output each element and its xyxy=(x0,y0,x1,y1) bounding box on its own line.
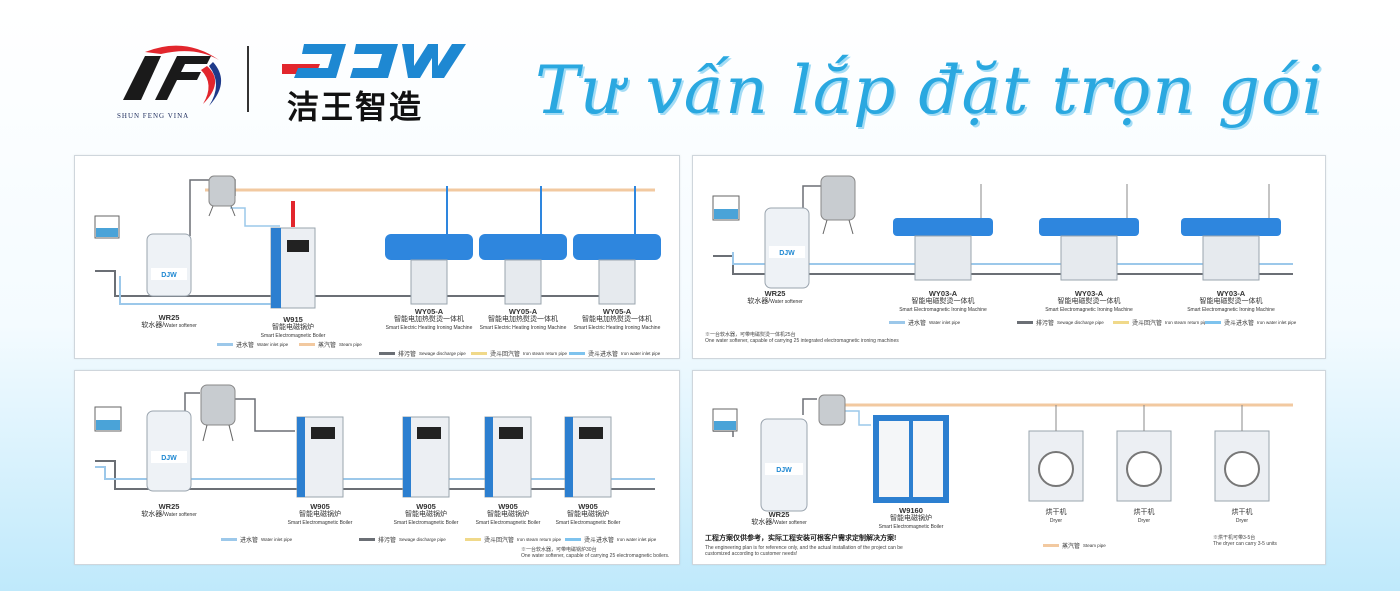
equipment-label: WR25 软水器/Water softener xyxy=(751,510,807,527)
equipment-label: 烘干机 Dryer xyxy=(1133,509,1155,524)
equipment-label: WY05-A 智能电加热熨烫一体机 Smart Electric Heating… xyxy=(479,307,567,332)
install-diagram-multi-boiler: DJW WR25 软水器/Water softener W905 xyxy=(74,370,680,565)
diagram-graphic: DJW xyxy=(712,394,1293,512)
brand-chinese-name: 洁王智造 xyxy=(287,88,424,126)
equipment-label: WY03-A 智能电磁熨烫一体机 Smart Electromagnetic I… xyxy=(899,289,987,314)
equipment-label: 烘干机 Dryer xyxy=(1045,509,1067,524)
equipment-label: WY05-A 智能电加热熨烫一体机 Smart Electric Heating… xyxy=(385,307,473,332)
capacity-note: ※一台软水器，可带电磁熨烫一体机25台 One water softener, … xyxy=(705,332,899,344)
install-diagram-dryers: DJW WR25 软水器/Water softener W9160 智能电磁锅炉… xyxy=(692,370,1326,565)
djw-logo-icon xyxy=(282,44,466,78)
company-caption: SHUN FENG VINA xyxy=(117,112,190,120)
equipment-label: W905 智能电磁锅炉 Smart Electromagnetic Boiler xyxy=(287,502,353,527)
equipment-label: W905 智能电磁锅炉 Smart Electromagnetic Boiler xyxy=(475,502,541,527)
headline: Tư vấn lắp đặt trọn gói xyxy=(535,52,1324,129)
svg-text:DJW: DJW xyxy=(776,467,792,474)
logo-area: SHUN FENG VINA 洁王智造 xyxy=(115,38,475,128)
install-diagram-ironing-boiler: DJW WR25 软水器/Water softener W915 xyxy=(74,155,680,359)
equipment-label: W905 智能电磁锅炉 Smart Electromagnetic Boiler xyxy=(393,502,459,527)
equipment-label: W905 智能电磁锅炉 Smart Electromagnetic Boiler xyxy=(555,502,621,527)
equipment-label: WY03-A 智能电磁熨烫一体机 Smart Electromagnetic I… xyxy=(1045,289,1133,314)
equipment-label: WY05-A 智能电加热熨烫一体机 Smart Electric Heating… xyxy=(573,307,661,332)
diagram-graphic: DJW xyxy=(94,175,661,309)
equipment-label: WR25 软水器/Water softener xyxy=(141,502,197,519)
diagram-graphic: DJW xyxy=(712,175,1293,289)
equipment-label: WR25 软水器/Water softener xyxy=(747,289,803,306)
svg-text:DJW: DJW xyxy=(779,250,795,257)
equipment-label: WR25 软水器/Water softener xyxy=(141,313,197,330)
diagram-graphic: DJW xyxy=(94,384,655,498)
logo-divider xyxy=(247,46,249,112)
engineering-plan-note-en: The engineering plan is for reference on… xyxy=(705,545,903,557)
engineering-plan-note: 工程方案仅供参考，实际工程安装可根客户需求定制解决方案! xyxy=(705,535,897,542)
capacity-note: ※一台软水器，可带电磁锅炉30台 One water softener, cap… xyxy=(521,547,670,559)
capacity-note: ※烘干机可带3-5台 The dryer can carry 3-5 units xyxy=(1213,535,1277,547)
equipment-label: W9160 智能电磁锅炉 Smart Electromagnetic Boile… xyxy=(878,506,944,531)
equipment-label: WY03-A 智能电磁熨烫一体机 Smart Electromagnetic I… xyxy=(1187,289,1275,314)
svg-text:DJW: DJW xyxy=(161,455,177,462)
shunfeng-logo-icon xyxy=(123,45,222,106)
equipment-label: W915 智能电磁锅炉 Smart Electromagnetic Boiler xyxy=(260,315,326,340)
svg-text:DJW: DJW xyxy=(161,272,177,279)
install-diagram-electromagnetic-ironing: DJW WR25 软水器/Water softener WY03-A 智能电磁熨… xyxy=(692,155,1326,359)
equipment-label: 烘干机 Dryer xyxy=(1231,509,1253,524)
